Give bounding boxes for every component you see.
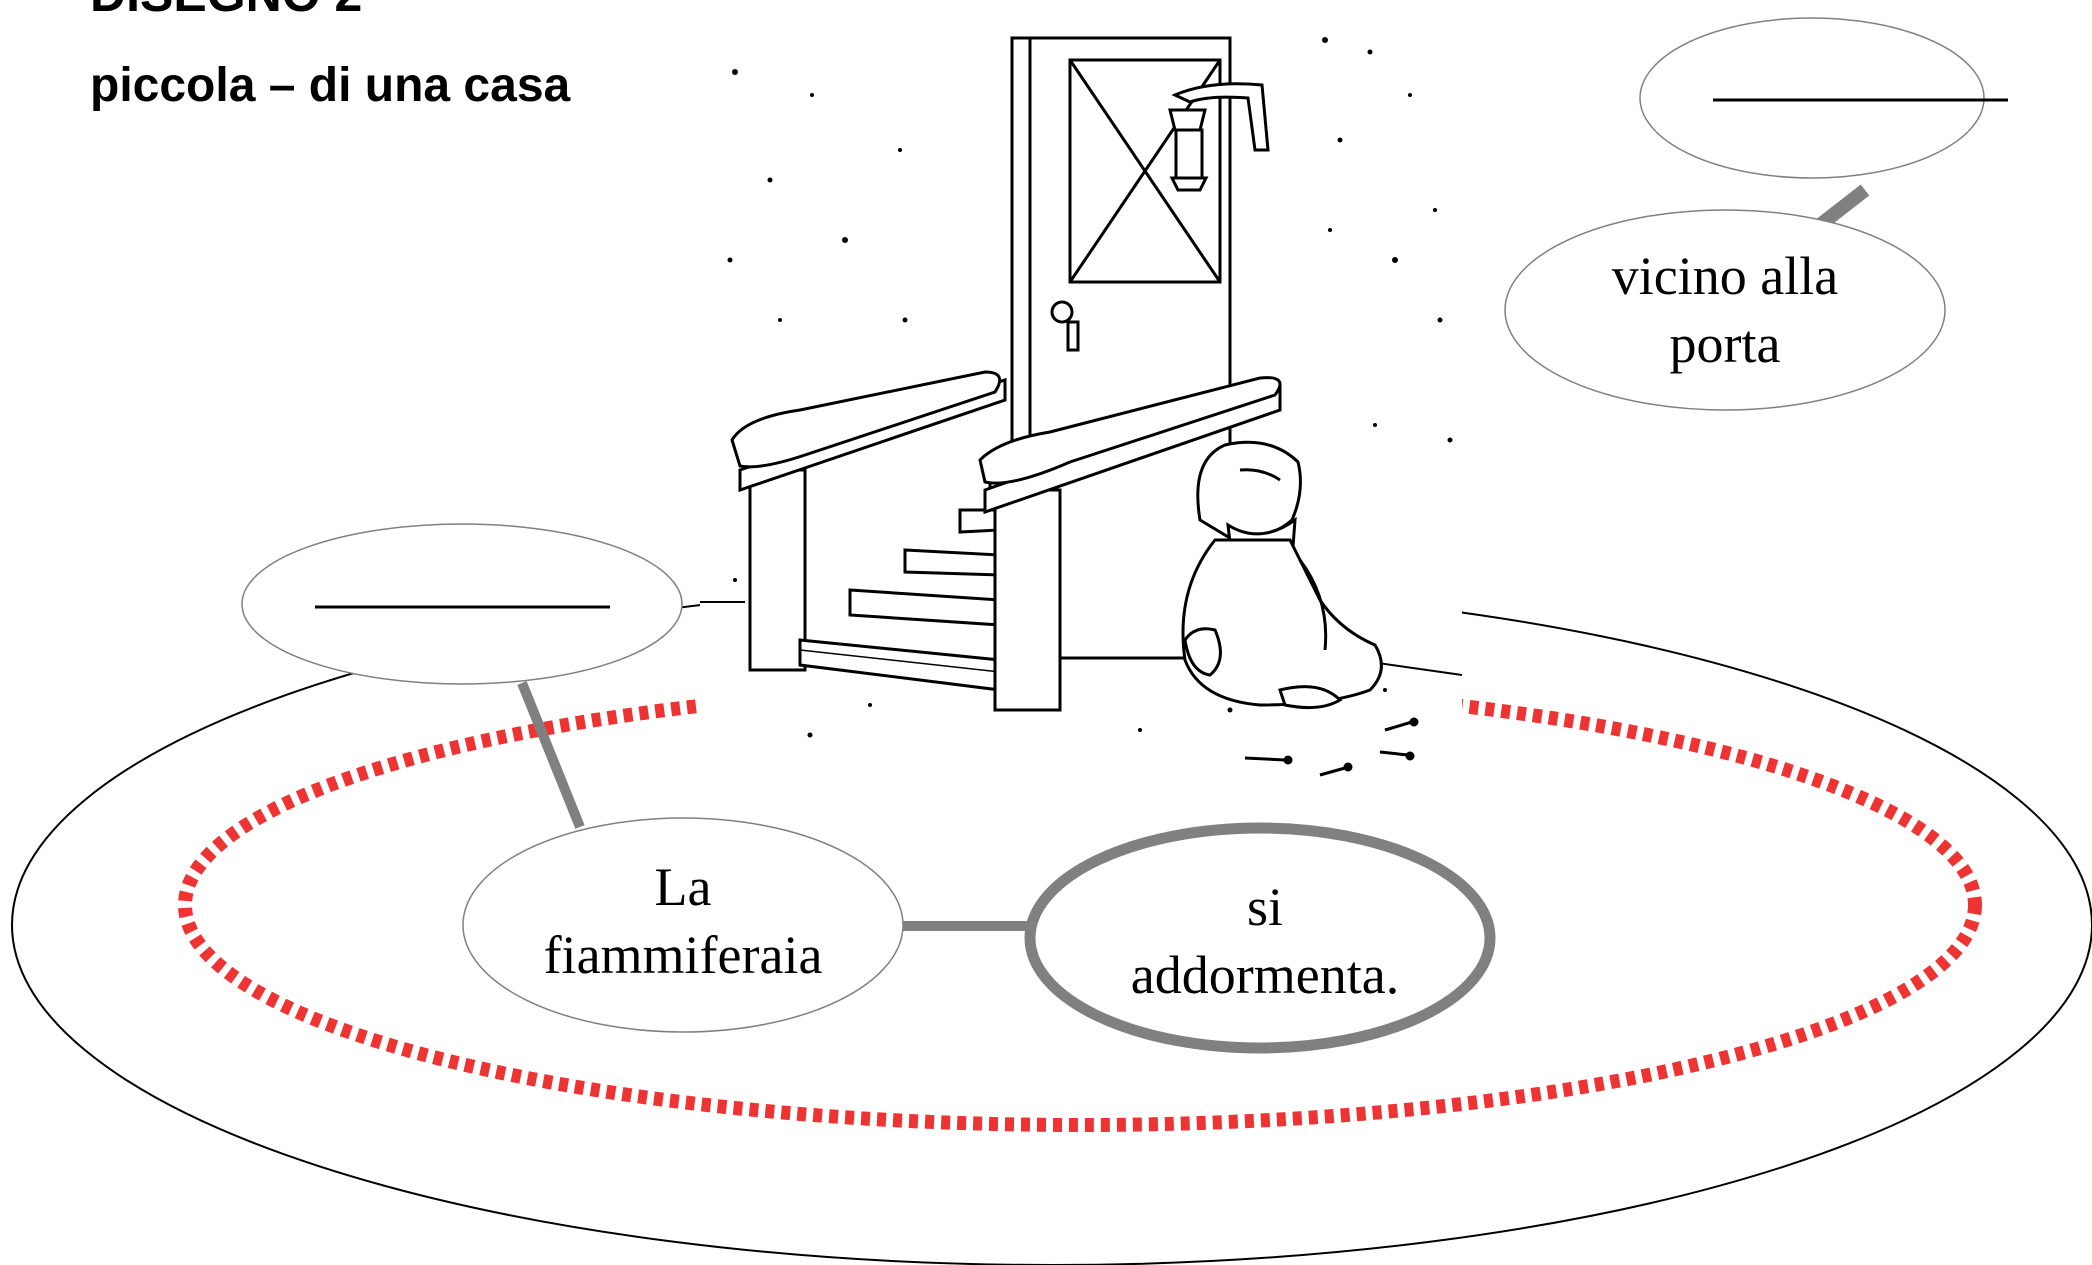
match-girl-figure (1181, 440, 1383, 710)
subject-line-1: La (655, 857, 712, 917)
scattered-matches (1244, 717, 1419, 777)
match-girl-illustration (700, 0, 1463, 777)
subject-bubble: La fiammiferaia (462, 817, 904, 1033)
lantern-drawing (1168, 82, 1270, 192)
predicate-bubble: si addormenta. (1024, 822, 1496, 1054)
worksheet-subtitle: piccola – di una casa (90, 59, 571, 112)
subject-line-2: fiammiferaia (544, 925, 823, 985)
right-handrail-drawing (978, 376, 1282, 712)
predicate-line-1: si (1247, 877, 1283, 937)
worksheet-title: DISEGNO 2 (90, 0, 362, 24)
blank-bubble-left (241, 523, 683, 685)
nucleus-dotted-ring (178, 678, 1982, 1132)
snow-specks (727, 37, 1453, 738)
blank-bubble-right (1639, 17, 2008, 179)
left-handrail-drawing (730, 370, 1007, 672)
location-bubble: vicino alla porta (1504, 209, 1946, 411)
connector-location-to-blank (1815, 184, 1870, 231)
location-line-2: porta (1670, 314, 1781, 374)
location-line-1: vicino alla (1612, 246, 1838, 306)
connector-blank-to-subject (517, 681, 585, 829)
predicate-line-2: addormenta. (1131, 945, 1399, 1005)
